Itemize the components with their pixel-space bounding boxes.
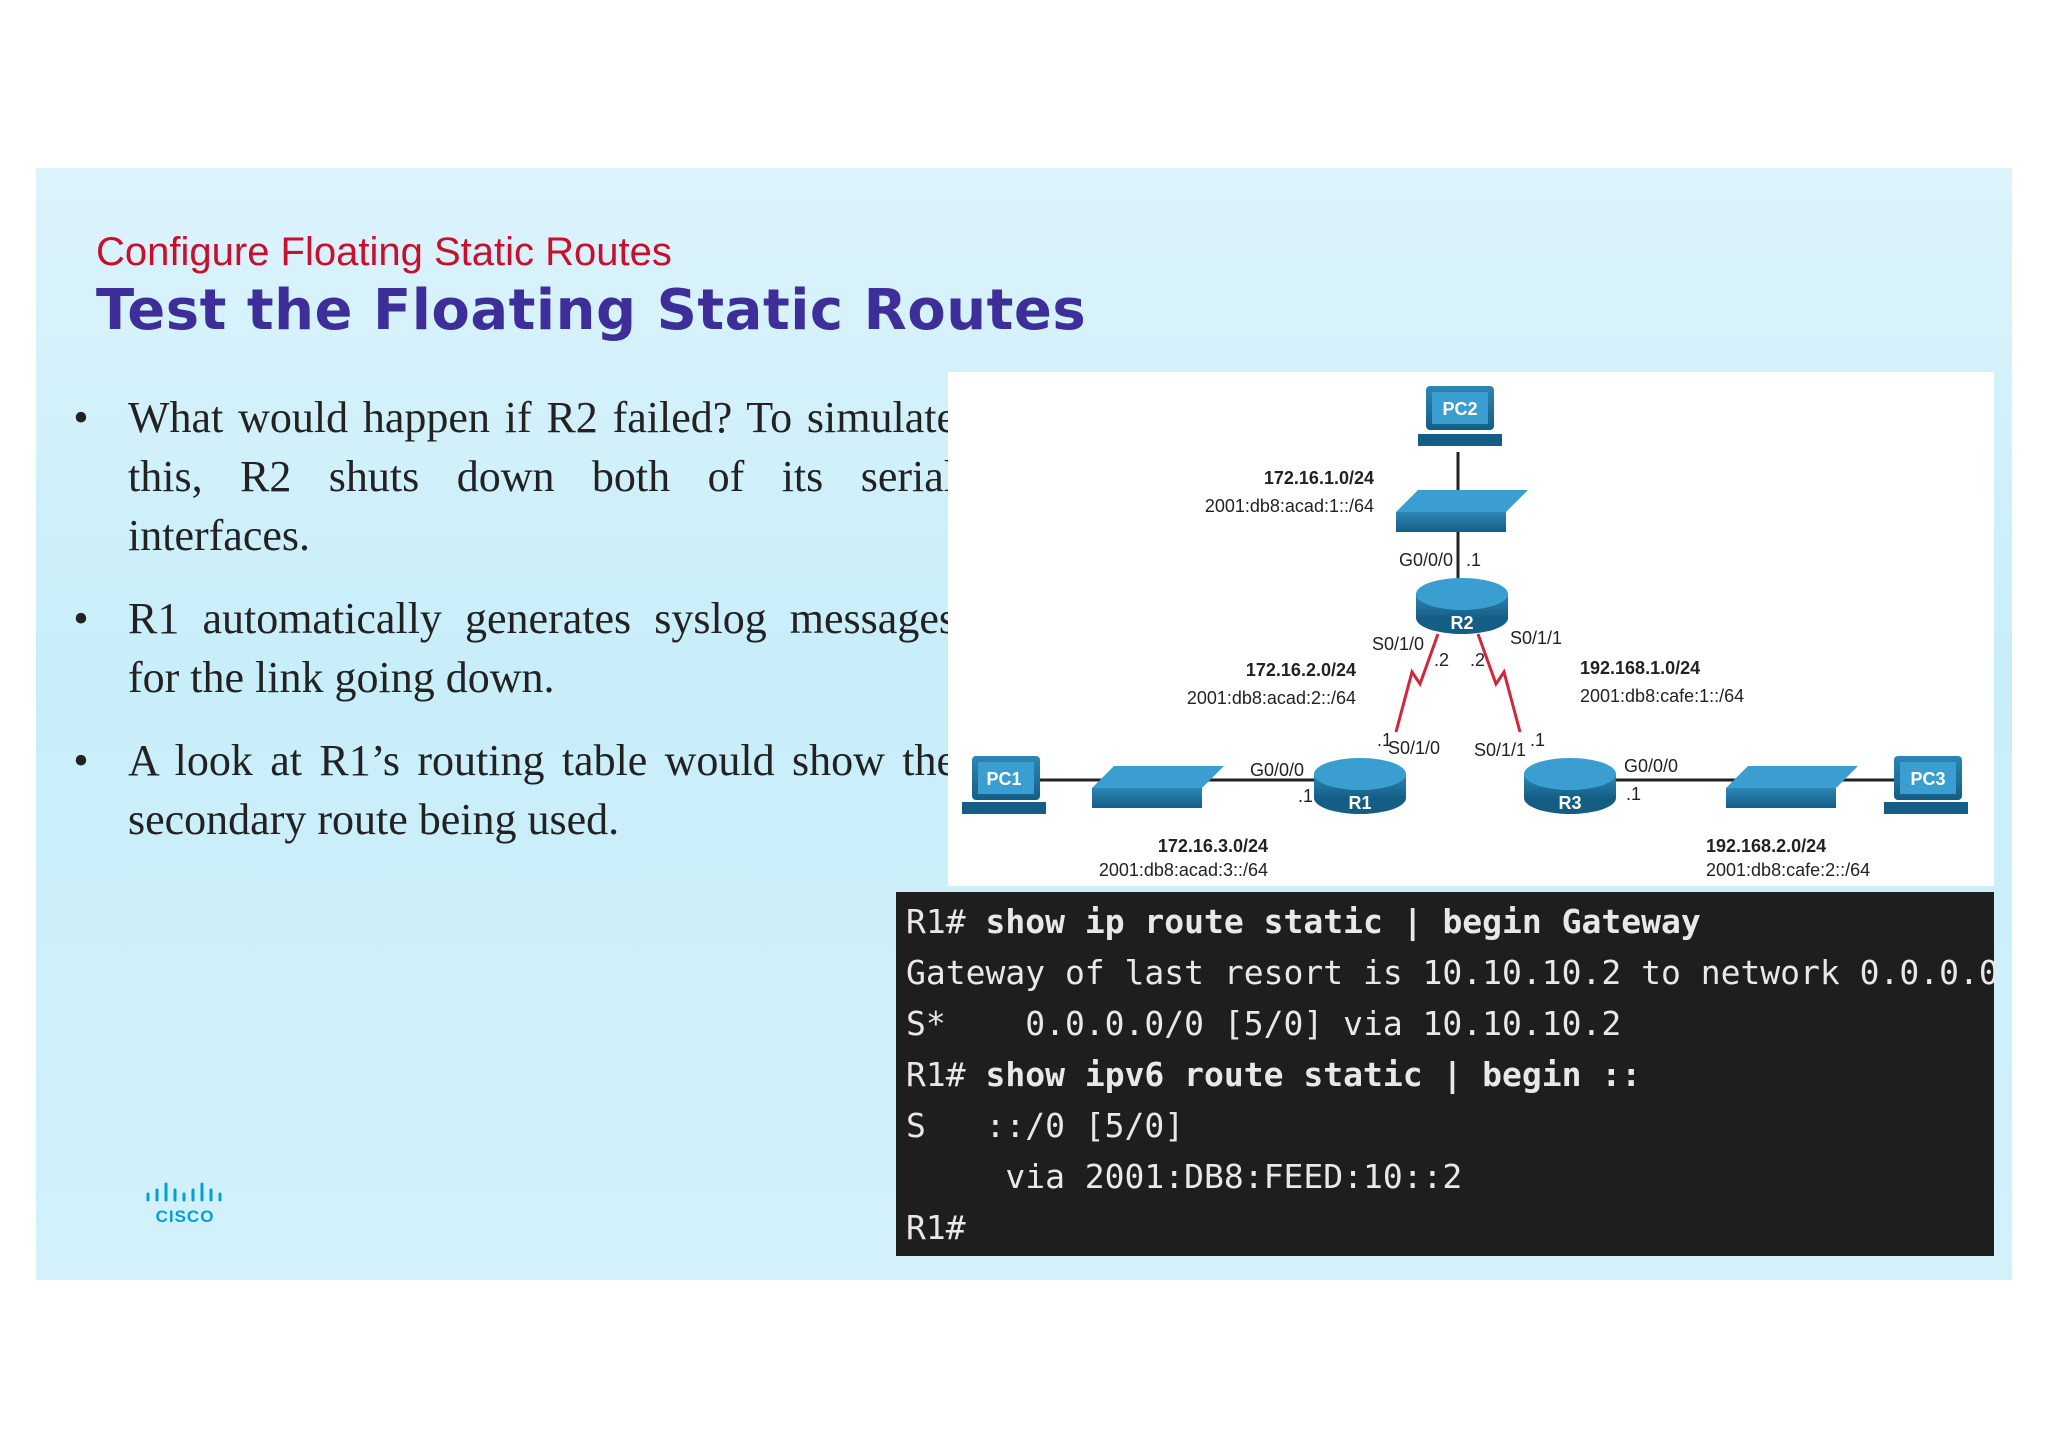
r3-s-iface: S0/1/1: [1474, 740, 1526, 760]
terminal-line: Gateway of last resort is 10.10.10.2 to …: [906, 953, 1999, 992]
net-bl-v4: 172.16.3.0/24: [1158, 836, 1268, 856]
bullet-item: • A look at R1’s routing table would show…: [66, 731, 956, 849]
net-top-v6: 2001:db8:acad:1::/64: [1205, 496, 1374, 516]
switch-right-icon: [1726, 766, 1858, 808]
r2-s0-iface: S0/1/0: [1372, 634, 1424, 654]
terminal-line: R1# show ipv6 route static | begin ::: [906, 1049, 1984, 1100]
terminal-prompt: R1#: [906, 1055, 986, 1094]
terminal-line: R1# show ip route static | begin Gateway: [906, 896, 1984, 947]
net-right-v4: 192.168.1.0/24: [1580, 658, 1700, 678]
bullet-item: • What would happen if R2 failed? To simu…: [66, 388, 956, 565]
terminal-line: S* 0.0.0.0/0 [5/0] via 10.10.10.2: [906, 1004, 1622, 1043]
bullet-dot-icon: •: [73, 393, 89, 442]
net-left-v4: 172.16.2.0/24: [1246, 660, 1356, 680]
r2-s1-host: .2: [1470, 650, 1485, 670]
terminal-line: via 2001:DB8:FEED:10::2: [906, 1157, 1463, 1196]
r3-router-icon: R3: [1524, 758, 1616, 814]
terminal-line: S ::/0 [5/0]: [906, 1106, 1185, 1145]
r3-s-host: .1: [1530, 730, 1545, 750]
bullet-list: • What would happen if R2 failed? To simu…: [66, 388, 956, 873]
net-br-v4: 192.168.2.0/24: [1706, 836, 1826, 856]
bullet-text: A look at R1’s routing table would show …: [128, 736, 956, 844]
bullet-item: • R1 automatically generates syslog messa…: [66, 589, 956, 707]
r2-router-icon: R2: [1416, 578, 1508, 634]
r1-s-iface: S0/1/0: [1388, 738, 1440, 758]
pc3-label: PC3: [1910, 769, 1945, 789]
r1-s-host: .1: [1377, 730, 1392, 750]
pc1-label: PC1: [986, 769, 1021, 789]
net-bl-v6: 2001:db8:acad:3::/64: [1099, 860, 1268, 880]
switch-top-icon: [1396, 490, 1528, 532]
network-topology-diagram: PC2 R2 PC1: [948, 372, 1994, 886]
bullet-text: R1 automatically generates syslog messag…: [128, 594, 956, 702]
slide: Configure Floating Static Routes Test th…: [36, 168, 2012, 1280]
bullet-text: What would happen if R2 failed? To simul…: [128, 393, 956, 560]
cisco-logo-icon: CISCO: [144, 1180, 226, 1226]
pc3-icon: PC3: [1884, 756, 1968, 814]
switch-left-icon: [1092, 766, 1224, 808]
pc2-label: PC2: [1442, 399, 1477, 419]
terminal-output: R1# show ip route static | begin Gateway…: [896, 892, 1999, 1256]
pc2-icon: PC2: [1418, 386, 1502, 446]
slide-title: Test the Floating Static Routes: [96, 278, 1087, 343]
pc1-icon: PC1: [962, 756, 1046, 814]
r1-label: R1: [1348, 793, 1371, 813]
r3-g-iface: G0/0/0: [1624, 756, 1678, 776]
bullet-dot-icon: •: [73, 594, 89, 643]
terminal-command: show ip route static | begin Gateway: [985, 902, 1701, 941]
bullet-dot-icon: •: [73, 736, 89, 785]
r2-g-host: .1: [1466, 550, 1481, 570]
terminal-line: R1#: [906, 1202, 1984, 1253]
r3-label: R3: [1558, 793, 1581, 813]
r1-g-host: .1: [1298, 786, 1313, 806]
r2-label: R2: [1450, 613, 1473, 633]
r2-g-iface: G0/0/0: [1399, 550, 1453, 570]
terminal-command: show ipv6 route static | begin ::: [985, 1055, 1642, 1094]
r2-s0-host: .2: [1434, 650, 1449, 670]
r2-s1-iface: S0/1/1: [1510, 628, 1562, 648]
net-br-v6: 2001:db8:cafe:2::/64: [1706, 860, 1870, 880]
r1-router-icon: R1: [1314, 758, 1406, 814]
terminal-prompt: R1#: [906, 902, 986, 941]
terminal-prompt: R1#: [906, 1208, 966, 1247]
net-right-v6: 2001:db8:cafe:1::/64: [1580, 686, 1744, 706]
slide-subtitle: Configure Floating Static Routes: [96, 230, 672, 274]
r1-g-iface: G0/0/0: [1250, 760, 1304, 780]
net-left-v6: 2001:db8:acad:2::/64: [1187, 688, 1356, 708]
cisco-logo-text: CISCO: [156, 1207, 215, 1226]
r3-g-host: .1: [1626, 784, 1641, 804]
net-top-v4: 172.16.1.0/24: [1264, 468, 1374, 488]
